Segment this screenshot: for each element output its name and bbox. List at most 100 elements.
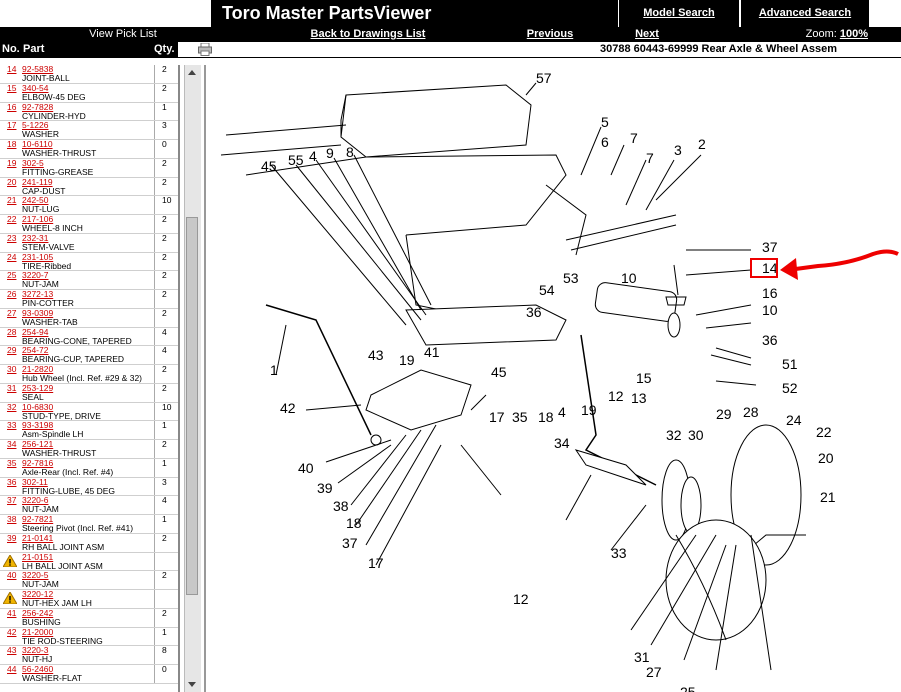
callout-4[interactable]: 4	[309, 148, 317, 164]
part-number-link[interactable]: 3220-3	[22, 645, 49, 656]
callout-19[interactable]: 19	[399, 352, 415, 368]
callout-8[interactable]: 8	[346, 144, 354, 160]
part-ref-number[interactable]: 33	[7, 420, 17, 431]
part-number-link[interactable]: 10-6830	[22, 401, 54, 412]
callout-43[interactable]: 43	[368, 347, 384, 363]
callout-2[interactable]: 2	[698, 136, 706, 152]
part-ref-number[interactable]: 31	[7, 382, 17, 393]
callout-12[interactable]: 12	[513, 591, 529, 607]
callout-17[interactable]: 17	[489, 409, 505, 425]
callout-30[interactable]: 30	[688, 427, 704, 443]
part-number-link[interactable]: 92-7821	[22, 514, 54, 524]
callout-15[interactable]: 15	[636, 370, 652, 386]
part-ref-number[interactable]: 41	[7, 607, 17, 618]
part-ref-number[interactable]: 19	[7, 157, 17, 168]
part-ref-number[interactable]: 22	[7, 214, 17, 224]
callout-55[interactable]: 55	[288, 152, 304, 168]
part-ref-number[interactable]: 37	[7, 495, 17, 506]
part-ref-number[interactable]: 28	[7, 326, 17, 337]
part-number-link[interactable]: 302-11	[22, 476, 48, 487]
callout-18[interactable]: 18	[538, 409, 554, 425]
callout-53[interactable]: 53	[563, 270, 579, 286]
part-number-link[interactable]: 3220-5	[22, 570, 49, 581]
callout-7[interactable]: 7	[630, 130, 638, 146]
callout-3[interactable]: 3	[674, 142, 682, 158]
part-number-link[interactable]: 3272-13	[22, 289, 54, 299]
part-number-link[interactable]: 254-94	[22, 326, 49, 337]
part-ref-number[interactable]: 40	[7, 570, 17, 581]
part-ref-number[interactable]: 35	[7, 457, 17, 468]
part-ref-number[interactable]: 39	[7, 532, 17, 543]
part-number-link[interactable]: 3220-6	[22, 495, 49, 506]
part-number-link[interactable]: 21-2000	[22, 626, 54, 637]
part-ref-number[interactable]: 43	[7, 645, 17, 656]
part-number-link[interactable]: 242-50	[22, 195, 49, 206]
part-ref-number[interactable]: 36	[7, 476, 17, 487]
callout-57[interactable]: 57	[536, 70, 552, 86]
callout-17[interactable]: 17	[368, 555, 384, 571]
part-number-link[interactable]: 302-5	[22, 157, 44, 168]
part-ref-number[interactable]: 20	[7, 176, 17, 187]
part-ref-number[interactable]: 14	[7, 65, 17, 74]
part-ref-number[interactable]: 44	[7, 664, 17, 674]
part-ref-number[interactable]: 42	[7, 626, 17, 637]
part-number-link[interactable]: 340-54	[22, 82, 49, 93]
callout-12[interactable]: 12	[608, 388, 624, 404]
part-number-link[interactable]: 93-0309	[22, 307, 54, 318]
part-ref-number[interactable]: 24	[7, 251, 17, 262]
callout-10[interactable]: 10	[621, 270, 637, 286]
callout-34[interactable]: 34	[554, 435, 570, 451]
part-ref-number[interactable]: 27	[7, 307, 17, 318]
scroll-down-arrow-icon[interactable]	[184, 678, 200, 692]
part-ref-number[interactable]: 21	[7, 195, 17, 206]
part-number-link[interactable]: 3220-7	[22, 270, 49, 281]
printer-icon[interactable]	[198, 43, 212, 56]
callout-14[interactable]: 14	[762, 260, 778, 276]
callout-21[interactable]: 21	[820, 489, 836, 505]
part-number-link[interactable]: 92-7816	[22, 457, 54, 468]
scrollbar-thumb[interactable]	[186, 217, 198, 595]
part-number-link[interactable]: 253-129	[22, 382, 54, 393]
zoom-value-link[interactable]: 100%	[839, 28, 868, 40]
part-number-link[interactable]: 231-105	[22, 251, 54, 262]
part-ref-number[interactable]: 16	[7, 101, 17, 112]
callout-5[interactable]: 5	[601, 114, 609, 130]
callout-31[interactable]: 31	[634, 649, 650, 665]
callout-28[interactable]: 28	[743, 404, 759, 420]
callout-29[interactable]: 29	[716, 406, 732, 422]
callout-35[interactable]: 35	[512, 409, 528, 425]
callout-36[interactable]: 36	[762, 332, 778, 348]
part-number-link[interactable]: 56-2460	[22, 664, 54, 674]
callout-16[interactable]: 16	[762, 285, 778, 301]
part-number-link[interactable]: 10-6110	[22, 139, 53, 149]
part-number-link[interactable]: 3220-12	[22, 589, 54, 599]
callout-33[interactable]: 33	[611, 545, 627, 561]
callout-40[interactable]: 40	[298, 460, 314, 476]
callout-20[interactable]: 20	[818, 450, 834, 466]
callout-36[interactable]: 36	[526, 304, 542, 320]
